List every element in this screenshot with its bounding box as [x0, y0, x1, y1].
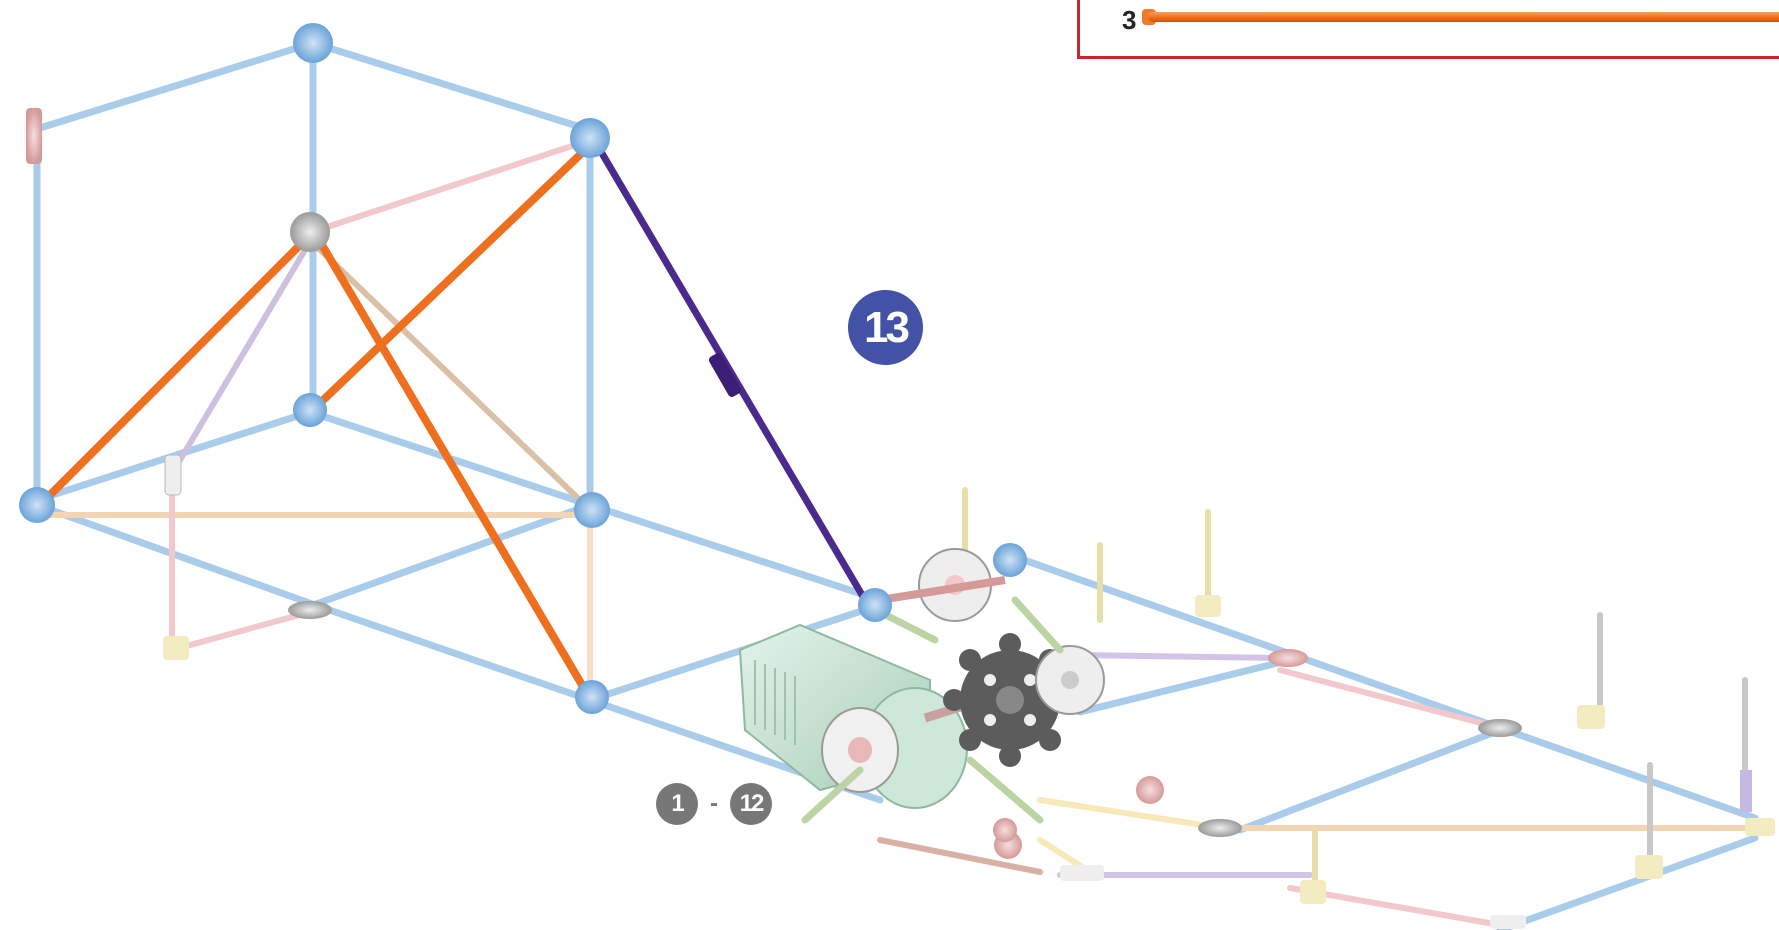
gear-assembly	[879, 548, 1105, 767]
parts-needed-panel: 3	[1077, 0, 1779, 59]
previous-step-end-badge: 12	[730, 783, 772, 825]
part-quantity: 3	[1122, 5, 1137, 35]
previous-step-dash: -	[710, 790, 718, 817]
motor	[738, 623, 968, 809]
orange-rods	[36, 146, 589, 694]
orange-rod-icon	[1148, 12, 1779, 22]
connector-hubs	[19, 23, 1775, 929]
motor-arms	[801, 596, 1064, 824]
previous-step-start-badge: 1	[656, 783, 698, 825]
pastel-rods	[37, 137, 1758, 928]
previous-steps-reference: 1 - 12	[656, 783, 772, 825]
step-number-badge: 13	[848, 290, 923, 365]
purple-rod	[596, 146, 869, 604]
dark-gear	[943, 633, 1077, 767]
